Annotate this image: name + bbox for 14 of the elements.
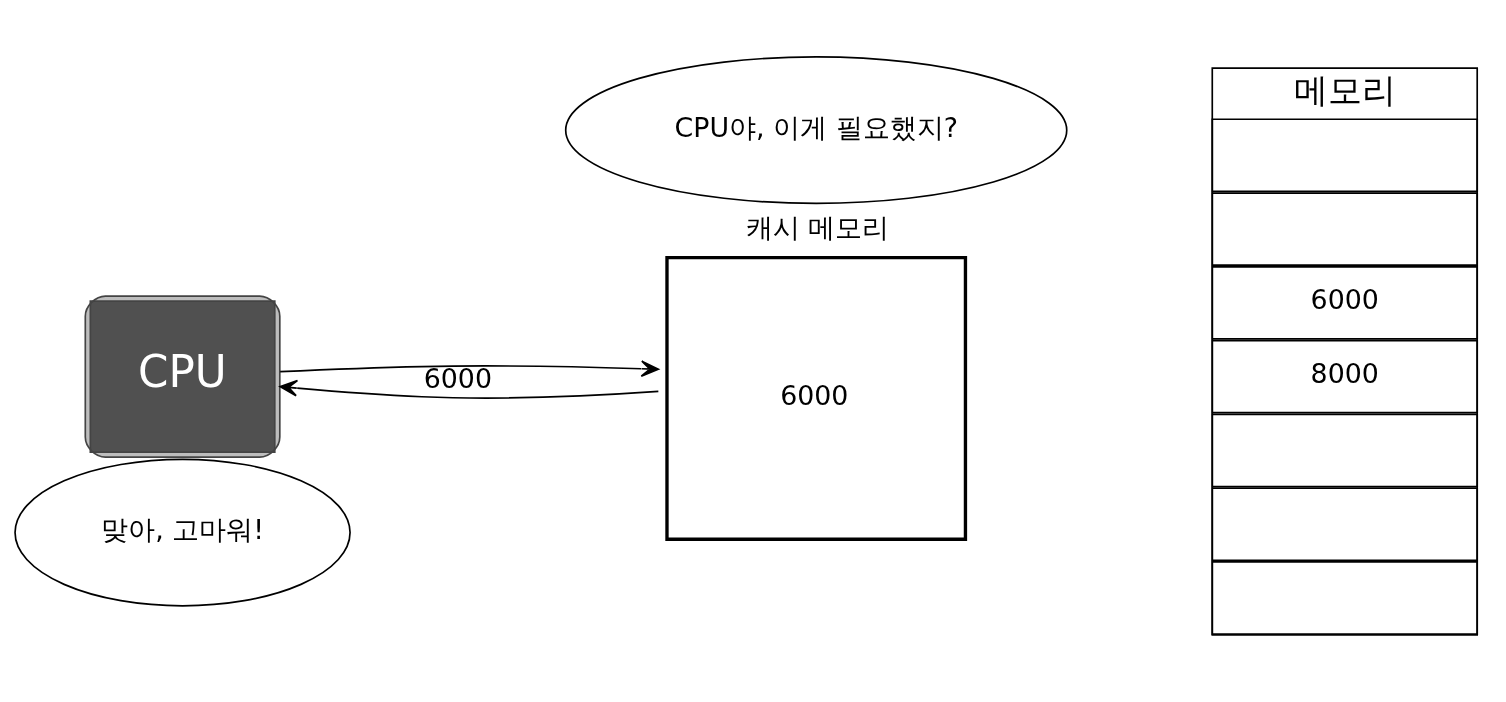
node-ellipse: CPU야, 이게 필요했지? — [564, 55, 1068, 204]
node-box — [1211, 486, 1479, 561]
node-box — [1211, 413, 1479, 487]
arrow — [279, 379, 660, 399]
node-box — [1211, 191, 1479, 266]
node-ellipse: 맞아, 고마워! — [14, 458, 351, 607]
node-label: 캐시 메모리 — [745, 211, 890, 243]
node-box: 6000 — [665, 255, 968, 541]
node-box — [1211, 117, 1479, 192]
arrow — [279, 359, 660, 377]
node-box: 6000 — [1211, 265, 1479, 340]
node-box: 8000 — [1211, 339, 1479, 414]
edge-label: 6000 — [423, 362, 493, 394]
node-box — [1211, 560, 1479, 635]
